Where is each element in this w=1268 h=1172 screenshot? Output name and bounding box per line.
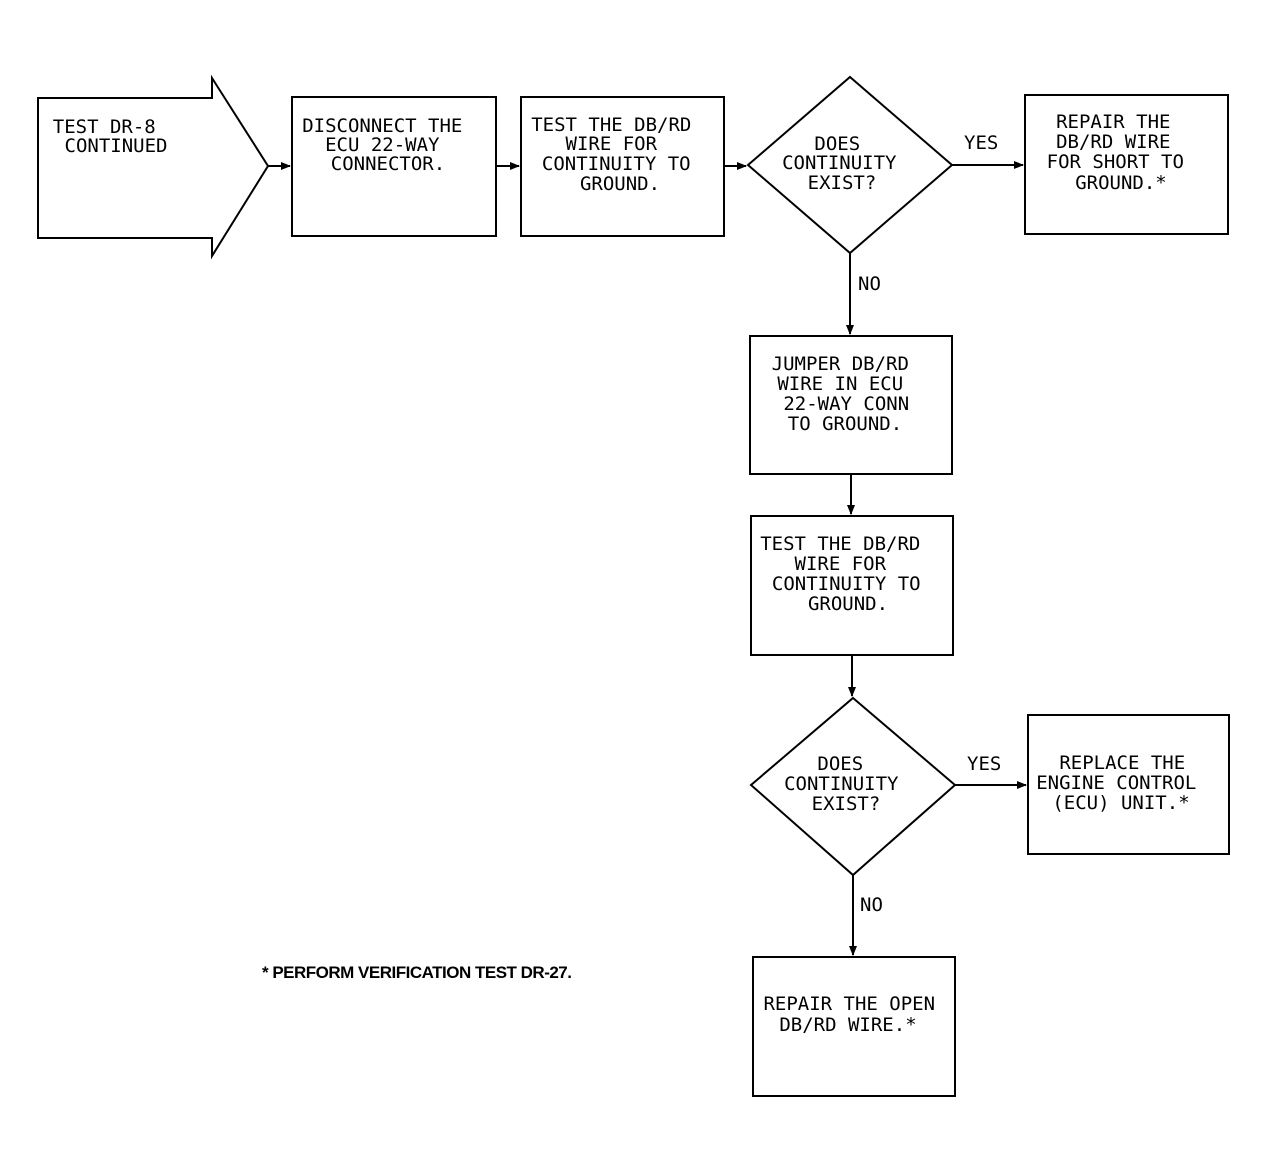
test-continuity-label-1: TEST THE DB/RD WIRE FOR CONTINUITY TO GR…	[531, 114, 703, 195]
yes-label-2: YES	[967, 753, 1001, 775]
test-continuity-box-2	[750, 515, 954, 656]
replace-ecu-box	[1027, 714, 1230, 855]
disconnect-box	[291, 96, 497, 237]
repair-short-box	[1024, 94, 1229, 235]
start-label: TEST DR-8 CONTINUED	[53, 116, 168, 157]
continuity-decision-label-1: DOES CONTINUITY EXIST?	[782, 133, 908, 194]
jumper-label: JUMPER DB/RD WIRE IN ECU 22-WAY CONN TO …	[772, 353, 921, 435]
repair-short-label: REPAIR THE DB/RD WIRE FOR SHORT TO GROUN…	[1047, 111, 1196, 194]
verification-footnote: * PERFORM VERIFICATION TEST DR-27.	[262, 963, 572, 982]
continuity-decision-label-2: DOES CONTINUITY EXIST?	[784, 753, 910, 815]
repair-open-label: REPAIR THE OPEN DB/RD WIRE.*	[763, 993, 946, 1036]
yes-label-1: YES	[964, 132, 998, 154]
test-continuity-label-2: TEST THE DB/RD WIRE FOR CONTINUITY TO GR…	[760, 533, 932, 615]
start-arrow-shape	[37, 74, 270, 260]
no-label-2: NO	[860, 894, 883, 916]
jumper-box	[749, 335, 953, 475]
replace-ecu-label: REPLACE THE ENGINE CONTROL (ECU) UNIT.*	[1036, 752, 1208, 814]
test-continuity-box-1	[520, 96, 725, 237]
repair-open-box	[752, 956, 956, 1097]
no-label-1: NO	[858, 273, 881, 295]
disconnect-label: DISCONNECT THE ECU 22-WAY CONNECTOR.	[302, 115, 474, 175]
